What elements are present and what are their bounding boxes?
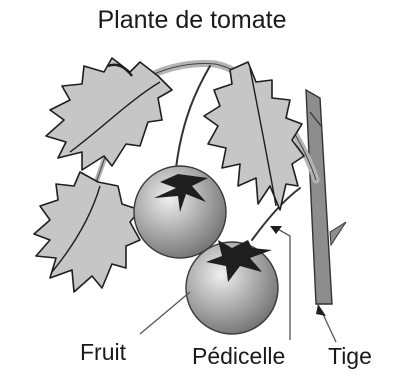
stem-pointer bbox=[322, 312, 336, 342]
stem bbox=[306, 90, 346, 304]
leaf-bottom-left bbox=[34, 172, 140, 292]
stem-arrowhead bbox=[316, 304, 326, 316]
fruit-pointer bbox=[140, 292, 190, 334]
label-pedicel: Pédicelle bbox=[192, 343, 285, 369]
label-fruit: Fruit bbox=[80, 339, 127, 365]
diagram-title: Plante de tomate bbox=[97, 6, 286, 34]
label-stem: Tige bbox=[328, 343, 372, 369]
leaf-top-left bbox=[46, 58, 172, 170]
tomato-fruit-top bbox=[134, 166, 226, 258]
